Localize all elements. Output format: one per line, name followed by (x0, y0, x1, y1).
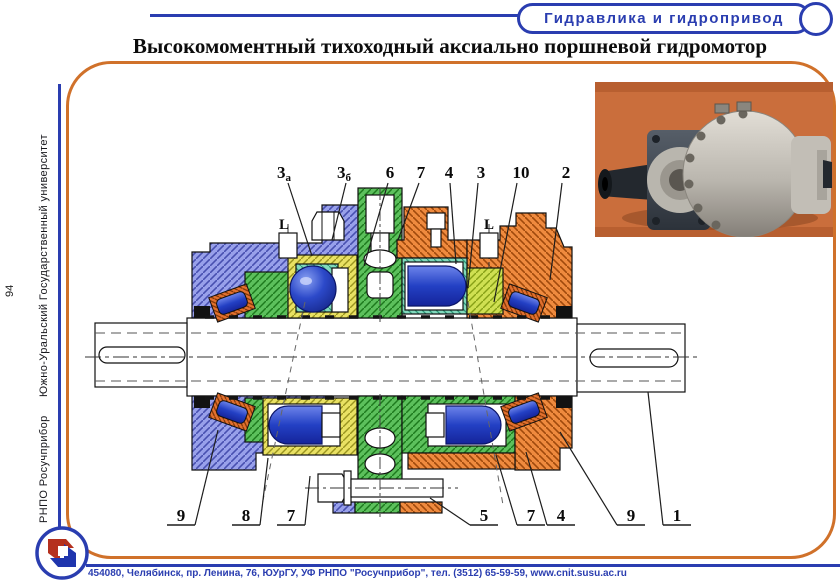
dim-label-right: L (484, 217, 494, 233)
photo-right-shaft (823, 160, 832, 188)
callout-4-top: 4 (445, 163, 454, 182)
product-photo (595, 82, 833, 238)
flange-bolt-right (426, 212, 446, 230)
page-title: Высокомоментный тихоходный аксиально пор… (132, 34, 768, 58)
footer-rule (86, 564, 840, 567)
left-accent-line (58, 84, 61, 540)
shaft-seal (556, 396, 572, 408)
lower-housing-section (191, 392, 573, 514)
callout-3: 3 (477, 163, 486, 182)
callout-leaders-top (287, 182, 563, 303)
logo-center-square (58, 546, 68, 556)
callout-8: 8 (242, 506, 251, 525)
right-keyway (589, 348, 679, 368)
output-shaft (85, 317, 700, 397)
upper-housing-section (191, 187, 573, 323)
callout-7-bottom-left: 7 (287, 506, 296, 525)
callout-2: 2 (562, 163, 571, 182)
footer-address: 454080, Челябинск, пр. Ленина, 76, ЮУрГУ… (88, 568, 627, 579)
callout-10: 10 (513, 163, 530, 182)
callout-3b: 3б (337, 163, 352, 184)
piston-bottom-left (268, 405, 323, 445)
piston-bottom-right (445, 405, 502, 445)
photo-port (736, 101, 752, 112)
shaft-seal (556, 306, 572, 318)
flange-bolt-left (311, 211, 345, 241)
ball-piston-top-left (289, 265, 337, 313)
callout-9-left: 9 (177, 506, 186, 525)
callout-5: 5 (480, 506, 489, 525)
motor-photo-illustration (595, 82, 833, 238)
course-title-pill: Гидравлика и гидропривод (517, 3, 811, 34)
callout-leaders-bottom (167, 391, 691, 526)
sidebar-university-label: Южно-Уральский Государственный университ… (38, 134, 50, 397)
shaft-seal (194, 306, 210, 318)
callout-4-bottom: 4 (557, 506, 566, 525)
photo-port (714, 103, 730, 114)
drain-port-right: L (479, 217, 499, 268)
callout-7-bottom-right: 7 (527, 506, 536, 525)
sidebar-organization-label: РНПО Росучприбор (38, 415, 50, 523)
callout-9-right: 9 (627, 506, 636, 525)
header-circle-ornament (799, 2, 833, 36)
course-title: Гидравлика и гидропривод (544, 10, 784, 27)
header-rule (150, 14, 522, 17)
callout-7-top: 7 (417, 163, 426, 182)
callout-1: 1 (673, 506, 682, 525)
content-frame (66, 61, 836, 559)
callout-6: 6 (386, 163, 395, 182)
clamping-bolt (305, 470, 458, 514)
photo-left-shaft (601, 164, 653, 200)
logo-blue-shape (50, 544, 76, 567)
callout-3a: 3а (277, 163, 292, 184)
drain-port-left: L (278, 217, 298, 268)
cross-section-diagram: L L 3а 3б 6 7 4 3 10 2 (85, 163, 700, 526)
page-number: 94 (4, 284, 16, 297)
piston-top-right (407, 265, 467, 307)
left-keyway (98, 346, 186, 364)
logo-red-shape (48, 539, 74, 562)
dim-label-left: L (279, 217, 289, 233)
org-logo (33, 524, 91, 581)
